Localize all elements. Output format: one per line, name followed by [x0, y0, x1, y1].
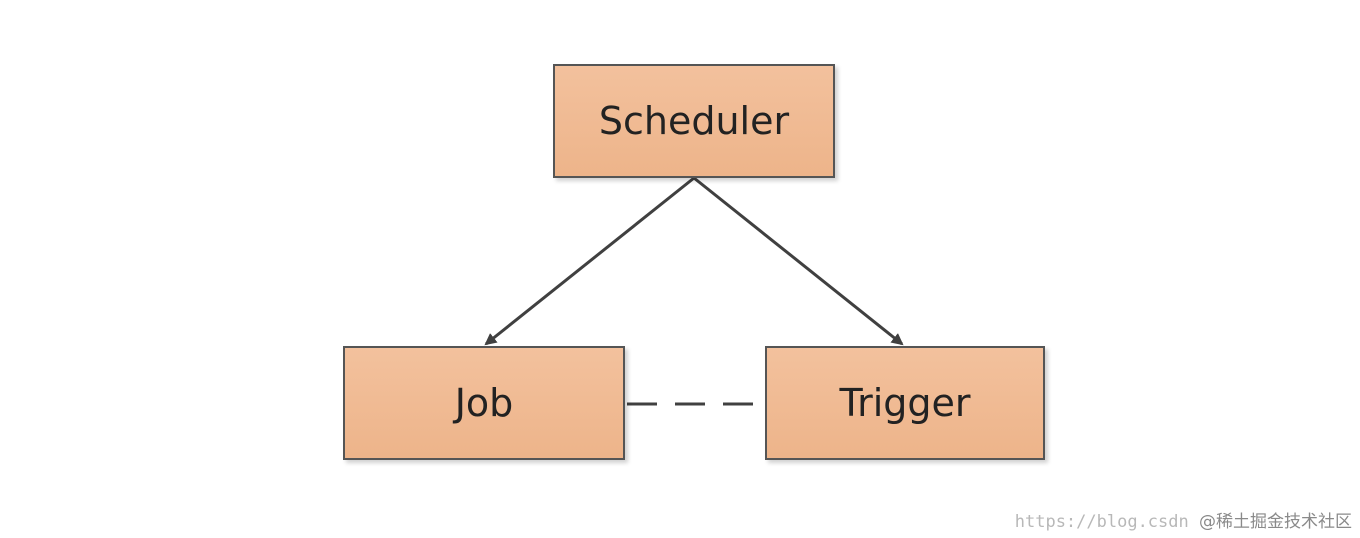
scheduler-label: Scheduler: [598, 99, 790, 143]
edge-scheduler-to-trigger: [693, 176, 904, 346]
job-label: Job: [454, 381, 514, 425]
watermark: https://blog.csdn @稀土掘金技术社区: [1015, 507, 1352, 532]
watermark-brand: @稀土掘金技术社区: [1199, 512, 1352, 532]
job-node: Job: [343, 346, 625, 460]
trigger-node: Trigger: [765, 346, 1045, 460]
watermark-url: https://blog.csdn: [1014, 512, 1189, 532]
trigger-label: Trigger: [839, 381, 971, 425]
scheduler-node: Scheduler: [553, 64, 835, 178]
edge-scheduler-to-job: [484, 176, 695, 346]
